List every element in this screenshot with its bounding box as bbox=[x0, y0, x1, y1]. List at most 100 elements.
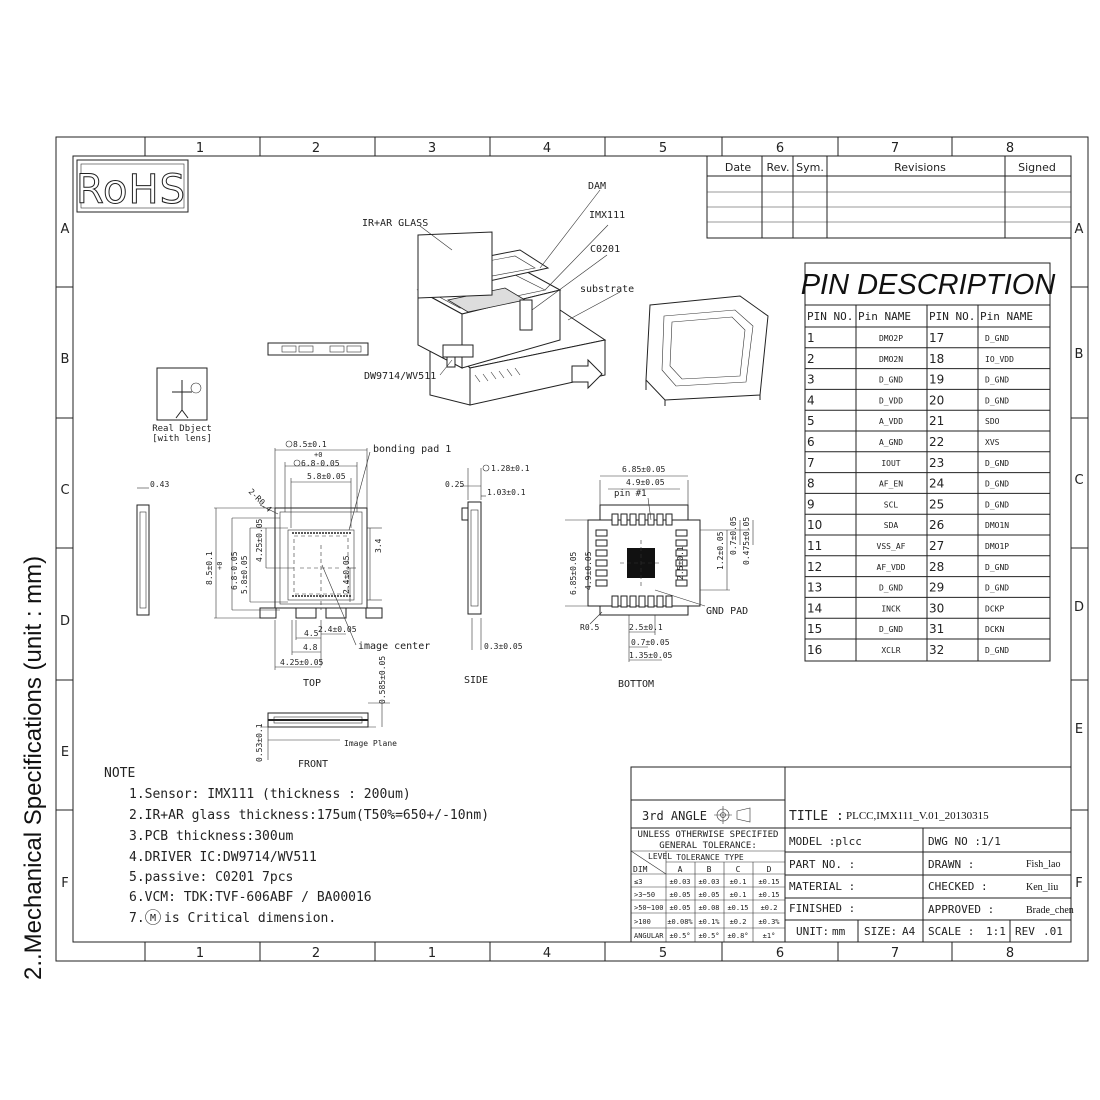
dim-top-2-4-h: 2.4±0.05 bbox=[342, 555, 351, 594]
dim-bottom-0-475: 0.475±0.05 bbox=[742, 517, 751, 565]
pin-name-cell: D_GND bbox=[985, 584, 1009, 593]
tolerance-row-label: >100 bbox=[634, 918, 651, 926]
note-7-prefix: 7. bbox=[129, 911, 145, 926]
label-ir-ar-glass: IR+AR GLASS bbox=[362, 218, 428, 229]
pin-number-cell: 23 bbox=[929, 456, 944, 470]
tolerance-value: ±0.1 bbox=[730, 891, 747, 899]
dim-bottom-0-7-h: 0.7±0.05 bbox=[631, 638, 670, 647]
title-value: PLCC,IMX111_V.01_20130315 bbox=[846, 810, 989, 822]
row-label-left-d: D bbox=[60, 614, 70, 629]
rohs-mark: RoHS bbox=[76, 167, 186, 213]
pin-number-cell: 31 bbox=[929, 622, 944, 636]
pin-name-cell: D_GND bbox=[985, 563, 1009, 572]
pin-name-cell: DMO1N bbox=[985, 521, 1009, 530]
pin-number-cell: 27 bbox=[929, 539, 944, 553]
dim-top-4-25-w: 4.25±0.05 bbox=[280, 658, 324, 667]
tolerance-row-label: >50~100 bbox=[634, 904, 664, 912]
pin-name-cell: D_GND bbox=[985, 480, 1009, 489]
pin-name-cell: D_GND bbox=[985, 459, 1009, 468]
tol-dim: DIM bbox=[633, 865, 648, 874]
dim-bottom-6-85-h: 6.85±0.05 bbox=[569, 551, 578, 595]
pin-name-cell: SCL bbox=[884, 500, 899, 509]
tolerance-value: ±0.5° bbox=[669, 932, 690, 940]
tolerance-value: ±0.05 bbox=[669, 891, 690, 899]
dim-top-6-8-plus-w: +0 bbox=[314, 451, 322, 459]
real-object-symbol: Real Dbject [with lens] bbox=[152, 367, 212, 444]
size-value: A4 bbox=[902, 925, 916, 938]
tolerance-value: ±0.03 bbox=[669, 878, 690, 886]
gnd-pad-label: GND PAD bbox=[706, 606, 748, 617]
pin-name-cell: IO_VDD bbox=[985, 355, 1014, 364]
dim-top-6-8-w: 6.8-0.05 bbox=[301, 459, 340, 468]
notes-heading: NOTE bbox=[104, 766, 135, 781]
real-object-line2: [with lens] bbox=[152, 434, 212, 444]
tolerance-column-label: C bbox=[736, 865, 741, 874]
drawn-value: Fish_lao bbox=[1026, 859, 1060, 870]
pin-description-table: PIN DESCRIPTION PIN NO. Pin NAME PIN NO.… bbox=[801, 262, 1056, 662]
part-label: PART NO. : bbox=[789, 858, 855, 871]
checked-label: CHECKED : bbox=[928, 880, 988, 893]
tolerance-column-label: B bbox=[707, 865, 712, 874]
tolerance-value: ±0.05 bbox=[698, 891, 719, 899]
front-view-caption: FRONT bbox=[298, 759, 328, 770]
pin-header-no-1: PIN NO. bbox=[807, 310, 853, 323]
revisions-table: Date Rev. Sym. Revisions Signed bbox=[706, 155, 1072, 239]
pin-number-cell: 18 bbox=[929, 352, 944, 366]
pin-description-title: PIN DESCRIPTION bbox=[801, 269, 1056, 301]
tolerance-value: ±0.8° bbox=[727, 932, 748, 940]
pin-number-cell: 8 bbox=[807, 477, 815, 491]
pin-name-cell: D_GND bbox=[985, 646, 1009, 655]
finished-label: FINISHED : bbox=[789, 902, 855, 915]
size-label: SIZE: bbox=[864, 925, 897, 938]
dim-top-4-5: 4.5 bbox=[304, 629, 319, 638]
pin-name-cell: DCKP bbox=[985, 604, 1004, 613]
tolerance-value: ±0.3% bbox=[758, 918, 780, 926]
note-7-text: is Critical dimension. bbox=[164, 911, 336, 926]
side-view: 1.28±0.1 0.25 1.03±0.1 0.3±0.05 SIDE bbox=[445, 464, 530, 686]
pin-number-cell: 15 bbox=[807, 622, 822, 636]
rev-header-rev: Rev. bbox=[766, 161, 789, 174]
unit-value: mm bbox=[832, 925, 846, 938]
dim-bottom-0-7-v: 0.7±0.05 bbox=[729, 516, 738, 555]
dim-side-0-25: 0.25 bbox=[445, 480, 464, 489]
dim-bottom-r0-5: R0.5 bbox=[580, 623, 599, 632]
pin-header-name-1: Pin NAME bbox=[858, 310, 911, 323]
tolerance-value: ±0.15 bbox=[758, 891, 779, 899]
pin-name-cell: VSS_AF bbox=[877, 542, 906, 551]
tolerance-value: ±0.1 bbox=[730, 878, 747, 886]
row-label-right-b: B bbox=[1075, 347, 1084, 362]
rev-value: .01 bbox=[1043, 925, 1063, 938]
pin-name-cell: AF_EN bbox=[879, 480, 903, 489]
dwg-label: DWG NO :1/1 bbox=[928, 835, 1001, 848]
pin-number-cell: 26 bbox=[929, 518, 944, 532]
pin-number-cell: 3 bbox=[807, 373, 815, 387]
col-label-top-4: 4 bbox=[543, 141, 551, 156]
rev-header-date: Date bbox=[725, 161, 752, 174]
pin-name-cell: IOUT bbox=[881, 459, 900, 468]
col-label-bottom-1: 1 bbox=[196, 946, 204, 961]
col-label-bottom-8: 8 bbox=[1006, 946, 1014, 961]
row-label-left-e: E bbox=[61, 745, 69, 760]
small-side-part bbox=[267, 342, 369, 356]
note-4: 4.DRIVER IC:DW9714/WV511 bbox=[129, 850, 317, 865]
assembled-module bbox=[645, 295, 769, 406]
front-view: 0.585±0.05 0.53±0.1 Image Plane FRONT bbox=[255, 656, 397, 770]
dim-side-0-3: 0.3±0.05 bbox=[484, 642, 523, 651]
col-label-bottom-7: 7 bbox=[891, 946, 899, 961]
dim-bottom-4-9-h: 4.9±0.05 bbox=[584, 551, 593, 590]
row-label-right-e: E bbox=[1075, 722, 1083, 737]
assembly-arrow bbox=[571, 358, 603, 390]
tolerance-rows: ≤3±0.03±0.03±0.1±0.15>3~50±0.05±0.05±0.1… bbox=[634, 878, 780, 940]
unit-label: UNIT: bbox=[796, 925, 829, 938]
col-label-bottom-2: 2 bbox=[312, 946, 320, 961]
tolerance-value: ±0.15 bbox=[758, 878, 779, 886]
tolerance-row-label: >3~50 bbox=[634, 891, 655, 899]
pin-name-cell: XVS bbox=[985, 438, 1000, 447]
pin-name-cell: DMO2N bbox=[879, 355, 903, 364]
row-label-left-c: C bbox=[60, 483, 69, 498]
title-label: TITLE : bbox=[789, 809, 844, 824]
dim-top-4-25-h: 4.25±0.05 bbox=[255, 518, 264, 562]
pin-number-cell: 29 bbox=[929, 581, 944, 595]
